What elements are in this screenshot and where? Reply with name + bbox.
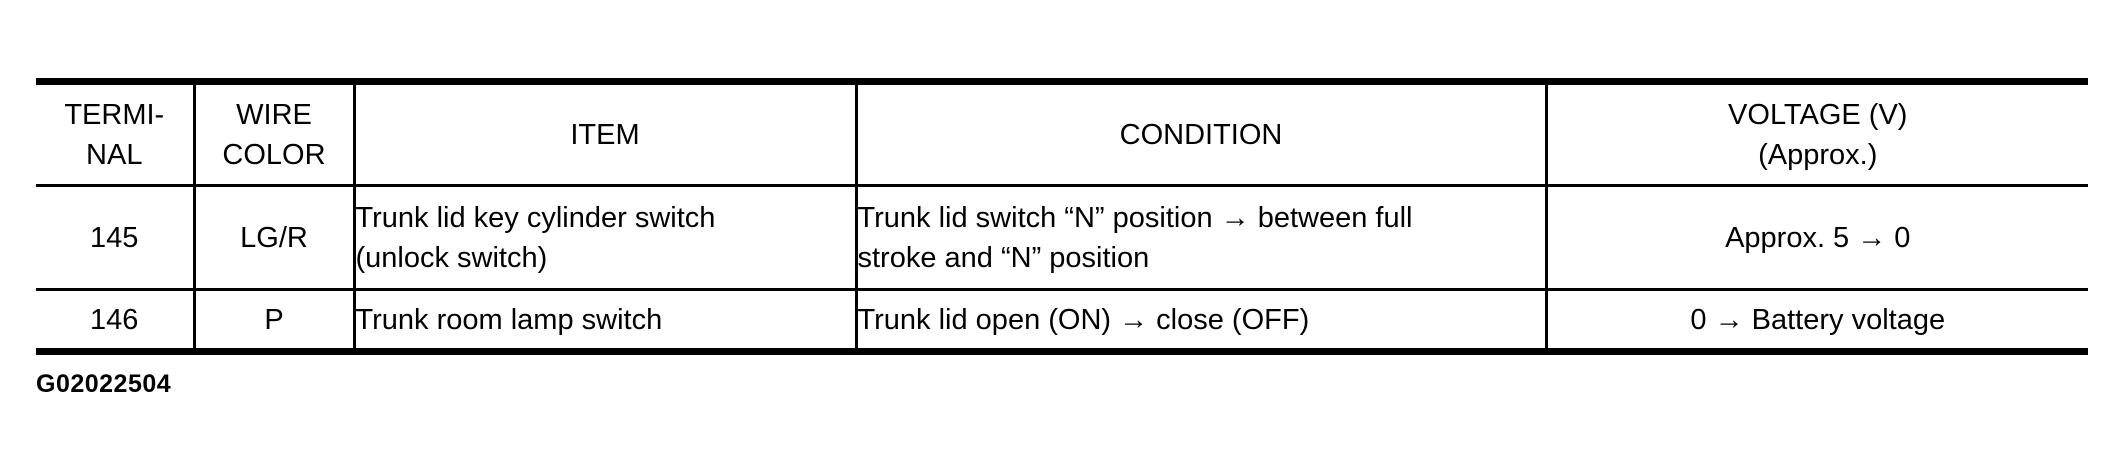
column-header-wire-color-line2: COLOR — [222, 138, 326, 171]
item-cell: Trunk lid key cylinder switch (unlock sw… — [352, 185, 856, 291]
terminal-cell: 145 — [36, 185, 194, 291]
wire-color-value: LG/R — [240, 221, 308, 254]
figure-id: G02022504 — [36, 370, 172, 398]
column-header-voltage: VOLTAGE (V) (Approx.) — [1544, 81, 2088, 187]
wire-color-value: P — [264, 303, 284, 336]
column-header-terminal-line2: NAL — [86, 138, 143, 171]
wire-color-cell: P — [192, 289, 354, 352]
item-line2: (unlock switch) — [355, 241, 548, 274]
header-row: TERMI- NAL WIRE COLOR ITEM CONDITION VOL… — [36, 81, 2088, 187]
terminal-value: 146 — [90, 303, 139, 336]
terminal-cell: 146 — [36, 290, 194, 352]
condition-line2: stroke and “N” position — [857, 241, 1150, 274]
column-header-condition: CONDITION — [854, 81, 1546, 187]
condition-value: Trunk lid open (ON) → close (OFF) — [857, 303, 1310, 336]
column-header-terminal-line1: TERMI- — [64, 98, 165, 131]
column-header-terminal: TERMI- NAL — [36, 81, 194, 187]
voltage-value: Approx. 5 → 0 — [1725, 221, 1911, 254]
column-header-item: ITEM — [352, 81, 856, 187]
column-header-voltage-line1: VOLTAGE (V) — [1728, 98, 1908, 131]
voltage-value: 0 → Battery voltage — [1690, 303, 1946, 336]
item-value: Trunk room lamp switch — [355, 303, 663, 336]
column-header-wire-color: WIRE COLOR — [192, 81, 354, 187]
condition-cell: Trunk lid open (ON) → close (OFF) — [854, 289, 1546, 352]
table-row-terminal-145: 145 LG/R Trunk lid key cylinder switch (… — [36, 185, 2088, 291]
voltage-cell: 0 → Battery voltage — [1544, 289, 2088, 352]
condition-cell: Trunk lid switch “N” position → between … — [854, 185, 1546, 291]
wire-color-cell: LG/R — [192, 185, 354, 291]
item-line1: Trunk lid key cylinder switch — [355, 201, 716, 234]
terminal-value: 145 — [90, 221, 139, 254]
voltage-cell: Approx. 5 → 0 — [1544, 185, 2088, 291]
column-header-condition-label: CONDITION — [1119, 118, 1283, 151]
condition-line1: Trunk lid switch “N” position → between … — [857, 201, 1413, 234]
column-header-voltage-line2: (Approx.) — [1758, 138, 1878, 171]
table-row-terminal-146: 146 P Trunk room lamp switch Trunk lid o… — [36, 289, 2088, 352]
terminal-voltage-table: TERMI- NAL WIRE COLOR ITEM CONDITION VOL… — [36, 78, 2088, 355]
column-header-item-label: ITEM — [570, 118, 640, 151]
item-cell: Trunk room lamp switch — [352, 289, 856, 352]
column-header-wire-color-line1: WIRE — [236, 98, 312, 131]
